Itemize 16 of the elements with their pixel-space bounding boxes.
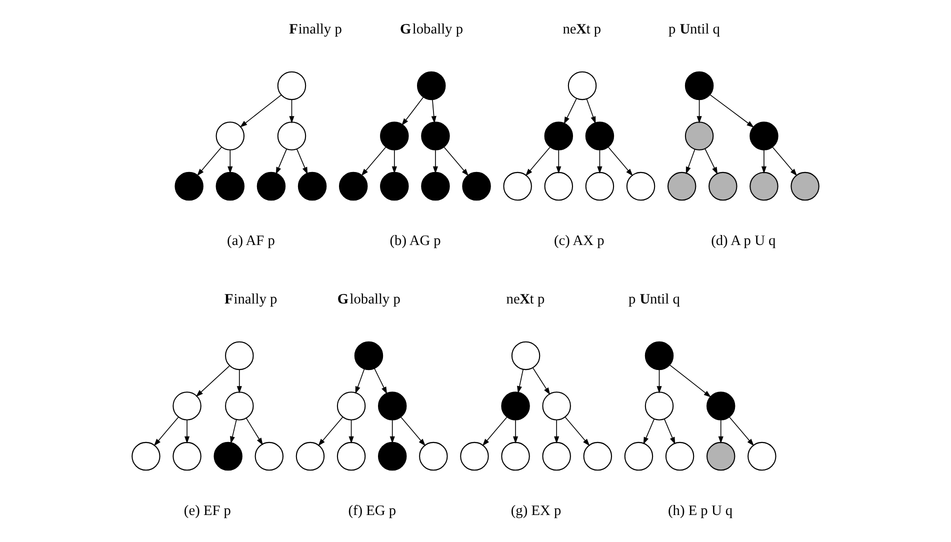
label: (a) AF p bbox=[227, 233, 275, 250]
label: Finally p bbox=[289, 22, 342, 38]
label: p Until q bbox=[628, 292, 680, 308]
label: (d) A p U q bbox=[711, 233, 776, 250]
label: (e) EF p bbox=[184, 503, 232, 520]
label: (c) AX p bbox=[554, 233, 604, 250]
label: Finally p bbox=[224, 292, 278, 308]
label: (b) AG p bbox=[390, 233, 441, 250]
label: (h) E p U q bbox=[668, 503, 733, 520]
label: Globally p bbox=[337, 292, 400, 308]
label: p Until q bbox=[668, 22, 720, 38]
label: (f) EG p bbox=[348, 503, 396, 520]
label: neXt p bbox=[562, 22, 602, 38]
label: neXt p bbox=[506, 292, 545, 308]
label: Globally p bbox=[400, 22, 464, 38]
label: (g) EX p bbox=[510, 503, 562, 520]
